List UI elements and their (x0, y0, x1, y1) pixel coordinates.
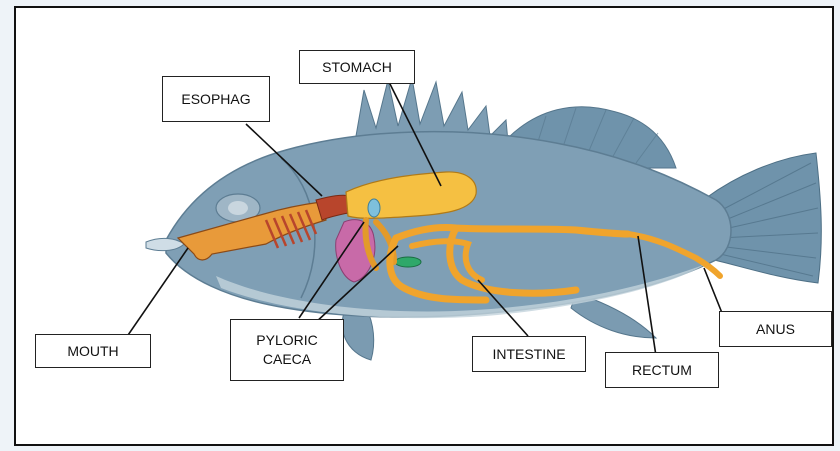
gall-bladder (368, 199, 380, 217)
esophag-label: ESOPHAG (162, 76, 270, 122)
leader-line-mouth (126, 248, 188, 338)
pyloric-caeca-label-line1: PYLORIC (256, 331, 317, 350)
rectum-label: RECTUM (605, 352, 719, 388)
diagram-frame: ESOPHAG STOMACH MOUTH PYLORIC CAECA INTE… (14, 6, 834, 446)
mouth-label: MOUTH (35, 334, 151, 368)
spleen (395, 257, 421, 267)
fish-pupil (228, 201, 248, 215)
intestine-label: INTESTINE (472, 336, 586, 372)
stomach-label: STOMACH (299, 50, 415, 84)
pyloric-caeca-label-line2: CAECA (263, 350, 311, 369)
anus-label: ANUS (719, 311, 832, 347)
pyloric-caeca-label: PYLORIC CAECA (230, 319, 344, 381)
